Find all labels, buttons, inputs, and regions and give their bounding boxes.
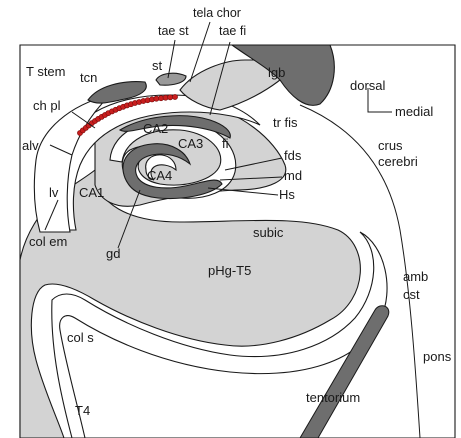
label-tr-fis: tr fis bbox=[273, 115, 298, 130]
label-medial: medial bbox=[395, 104, 433, 119]
label-alv: alv bbox=[22, 138, 39, 153]
label-col-s: col s bbox=[67, 330, 94, 345]
label-ca1: CA1 bbox=[79, 185, 104, 200]
label-tela-chor: tela chor bbox=[193, 6, 241, 20]
label-md: md bbox=[284, 168, 302, 183]
label-fi: fi bbox=[222, 136, 229, 151]
label-tae-st: tae st bbox=[158, 24, 189, 38]
choroid-bead bbox=[172, 94, 177, 99]
label-st: st bbox=[152, 58, 163, 73]
label-tcn: tcn bbox=[80, 70, 97, 85]
label-ch-pl: ch pl bbox=[33, 98, 61, 113]
label-crus: crus bbox=[378, 138, 403, 153]
label-gd: gd bbox=[106, 246, 120, 261]
label-ca3: CA3 bbox=[178, 136, 203, 151]
label-lgb: lgb bbox=[268, 65, 285, 80]
label-dorsal: dorsal bbox=[350, 78, 386, 93]
label-cst: cst bbox=[403, 287, 420, 302]
choroid-bead bbox=[168, 95, 173, 100]
label-lv: lv bbox=[49, 185, 59, 200]
label-amb: amb bbox=[403, 269, 428, 284]
label-tentorium: tentorium bbox=[306, 390, 360, 405]
label-ca2: CA2 bbox=[143, 121, 168, 136]
label-hs: Hs bbox=[279, 187, 295, 202]
label-tae-fi: tae fi bbox=[219, 24, 246, 38]
label-t4: T4 bbox=[75, 403, 90, 418]
label-subic: subic bbox=[253, 225, 284, 240]
label-cerebri: cerebri bbox=[378, 154, 418, 169]
label-col-em: col em bbox=[29, 234, 67, 249]
label-fds: fds bbox=[284, 148, 302, 163]
label-t-stem: T stem bbox=[26, 64, 66, 79]
label-ca4: CA4 bbox=[147, 168, 172, 183]
label-phg-t5: pHg-T5 bbox=[208, 263, 251, 278]
label-pons: pons bbox=[423, 349, 452, 364]
